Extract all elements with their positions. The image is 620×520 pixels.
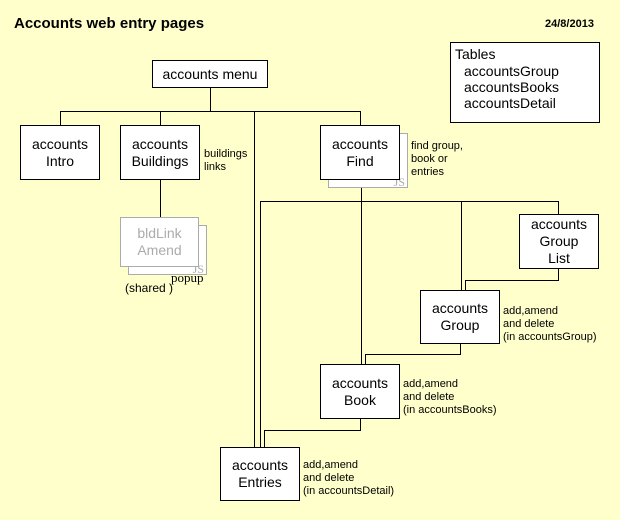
node-label-line: List	[548, 250, 570, 266]
note-line: buildings	[204, 148, 248, 160]
connector-line	[60, 111, 361, 112]
note-line: (in accountsBooks)	[403, 404, 497, 416]
date-label: 24/8/2013	[545, 18, 594, 30]
connector-line	[160, 180, 161, 217]
note-line: (in accountsDetail)	[303, 485, 395, 497]
note-line: and delete	[503, 318, 555, 330]
tables-panel-title: Tables	[455, 46, 496, 62]
note-line: add,amend	[503, 305, 559, 317]
note-line: (in accountsGroup)	[503, 331, 597, 343]
node-label-line: accounts menu	[162, 65, 258, 82]
connector-line	[210, 88, 211, 111]
node-label-line: Amend	[137, 242, 182, 258]
note-line: and delete	[403, 391, 455, 403]
tables-item: accountsBooks	[464, 79, 559, 95]
connector-line	[260, 201, 261, 447]
node-label-line: accounts	[331, 135, 389, 152]
connector-line	[365, 354, 366, 364]
node-label-line: bldLink	[137, 225, 182, 241]
note-line: and delete	[303, 472, 355, 484]
connector-line	[558, 269, 559, 281]
node-label-line: accounts	[31, 135, 89, 152]
node-label-line: accounts	[131, 135, 189, 152]
connector-line	[360, 111, 361, 125]
note-line: book or	[411, 153, 448, 165]
page-title: Accounts web entry pages	[14, 15, 205, 32]
node-label-line: Entries	[238, 474, 282, 490]
connector-line	[558, 201, 559, 214]
node-label-line: accounts	[431, 300, 489, 316]
popup-note: popup	[171, 271, 204, 285]
connector-line	[254, 111, 255, 447]
connector-line	[460, 344, 461, 354]
note-line: (shared )	[125, 281, 174, 295]
connector-line	[360, 419, 361, 430]
node-label-line: Buildings	[131, 152, 189, 169]
node-accounts-menu: accounts menu	[152, 60, 268, 88]
script-tag: JS	[192, 262, 204, 276]
node-label-line: accounts	[331, 374, 389, 391]
connector-line	[260, 201, 559, 202]
note-line: links	[204, 161, 227, 173]
tables-item: accountsDetail	[464, 95, 556, 111]
shared-note: (shared )	[125, 281, 173, 295]
connector-line	[160, 111, 161, 125]
note-line: popup	[171, 270, 204, 285]
connector-line	[60, 111, 61, 125]
connector-line	[461, 201, 462, 290]
connector-line	[264, 430, 265, 447]
note-line: entries	[411, 166, 445, 178]
tables-item: accountsGroup	[464, 63, 559, 79]
connector-line	[365, 354, 461, 355]
note-line: find group,	[411, 140, 463, 152]
connector-line	[361, 188, 362, 364]
note-line: add,amend	[403, 378, 459, 390]
node-label-line: Intro	[45, 152, 74, 169]
node-label-line: Group	[539, 233, 579, 249]
script-tag: JS	[393, 175, 405, 189]
connector-line	[465, 280, 559, 281]
node-label-line: Group	[440, 317, 480, 333]
node-label-line: accounts	[530, 216, 588, 232]
connector-line	[465, 280, 466, 290]
node-label-line: Book	[344, 391, 376, 408]
connector-line	[264, 430, 361, 431]
node-label-line: Find	[346, 152, 374, 169]
node-label-line: accounts	[231, 457, 289, 473]
note-line: add,amend	[303, 459, 359, 471]
